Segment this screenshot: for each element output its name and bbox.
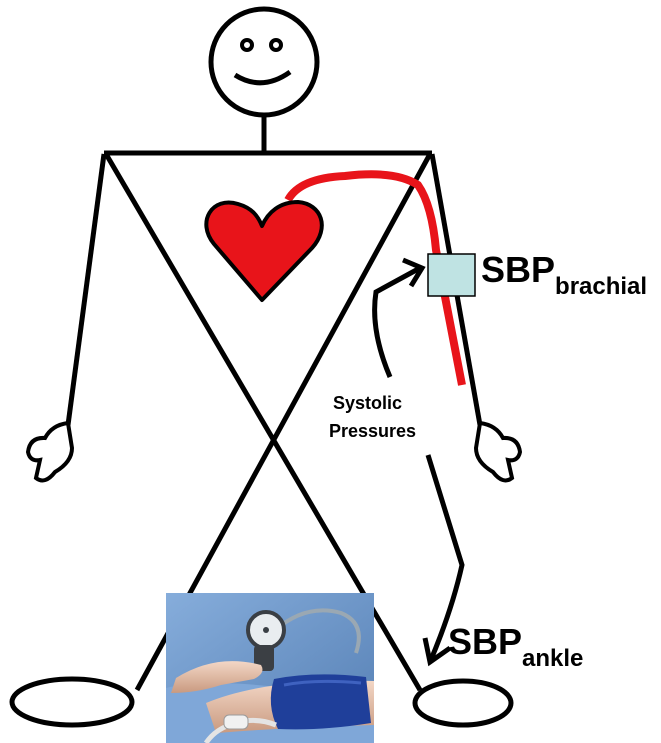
photo-gauge-center [263,627,269,633]
right-foot [415,681,511,725]
left-arm [68,154,104,425]
head [211,9,317,115]
left-hand [28,423,72,480]
sbp-brachial-label: SBPbrachial [481,249,647,300]
sbp-ankle-main: SBP [448,621,522,662]
left-foot [12,679,132,725]
sbp-brachial-subscript: brachial [555,273,647,300]
photo-drawing [166,593,374,743]
sbp-ankle-label: SBPankle [448,621,583,672]
heart-icon [206,202,321,300]
pressures-label: Pressures [329,421,416,441]
ankle-blood-pressure-measurement-photo [166,593,374,743]
sbp-ankle-subscript: ankle [522,645,583,672]
arm-cuff [428,254,475,296]
sbp-brachial-main: SBP [481,249,555,290]
right-hand [476,423,520,480]
left-eye [242,40,252,50]
systolic-label: Systolic [333,393,402,413]
right-eye [271,40,281,50]
smile [235,72,290,83]
photo-probe [224,715,248,729]
